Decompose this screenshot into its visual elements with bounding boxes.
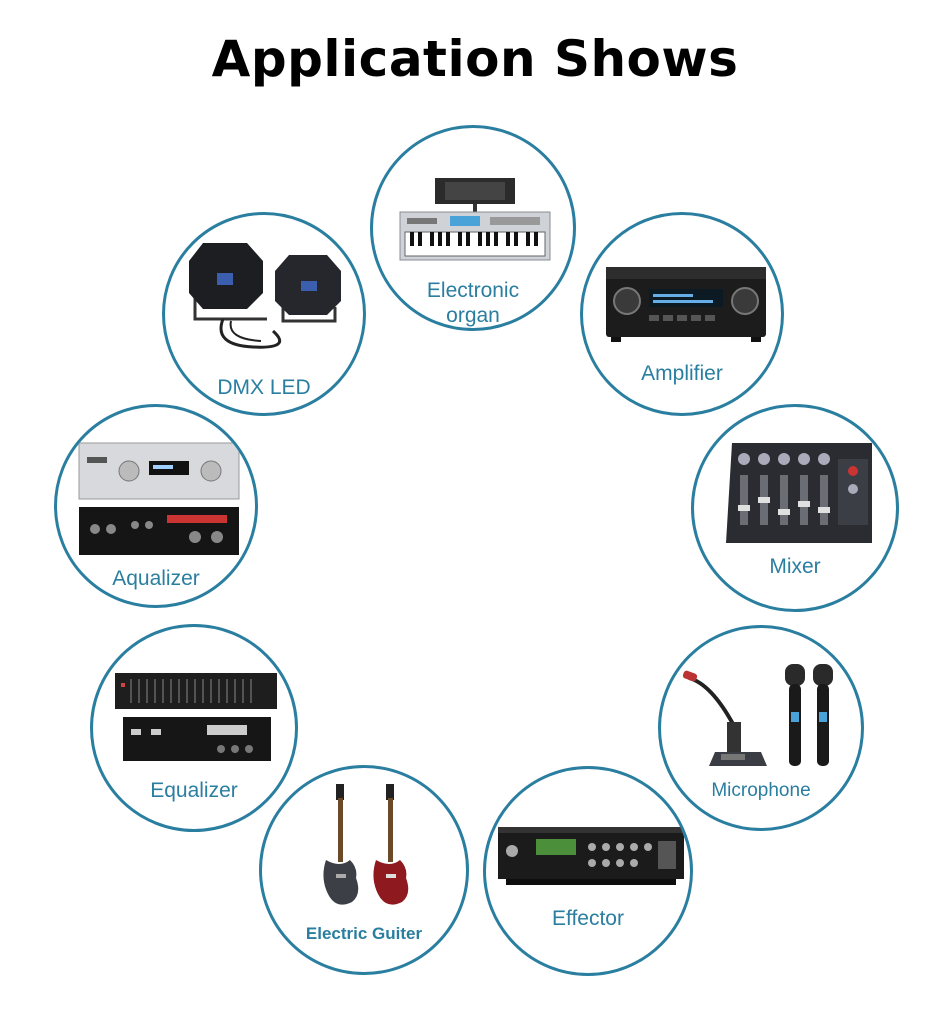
electric-guitar-icon <box>323 784 409 905</box>
label-aqualizer: Aqualizer <box>112 567 200 590</box>
circle-effector: Effector <box>483 766 693 976</box>
label-equalizer: Equalizer <box>150 779 238 802</box>
circle-dmx-led: DMX LED <box>162 212 366 416</box>
circle-electric-guitar: Electric Guiter <box>259 765 469 975</box>
circle-amplifier: Amplifier <box>580 212 784 416</box>
amplifier-icon <box>606 267 766 342</box>
label-microphone: Microphone <box>711 780 811 801</box>
microphone-icon <box>682 664 833 766</box>
label-amplifier: Amplifier <box>641 362 723 385</box>
circle-microphone: Microphone <box>658 625 864 831</box>
circle-equalizer: Equalizer <box>90 624 298 832</box>
electronic-organ-icon <box>399 178 551 261</box>
circle-mixer: Mixer <box>691 404 899 612</box>
label-dmx-led: DMX LED <box>217 376 311 399</box>
equalizer-icon <box>115 673 277 761</box>
label-mixer: Mixer <box>769 555 821 578</box>
aqualizer-icon <box>78 442 240 555</box>
label-effector: Effector <box>552 907 624 930</box>
label-electric-guitar: Electric Guiter <box>305 924 423 943</box>
effector-icon <box>498 827 684 885</box>
circle-electronic-organ: Electronic organ <box>370 125 576 331</box>
page-title: Application Shows <box>211 30 739 88</box>
dmx-led-icon <box>189 243 341 349</box>
circle-aqualizer: Aqualizer <box>54 404 258 608</box>
mixer-icon <box>726 443 872 543</box>
label-electronic-organ: Electronic organ <box>426 279 520 327</box>
